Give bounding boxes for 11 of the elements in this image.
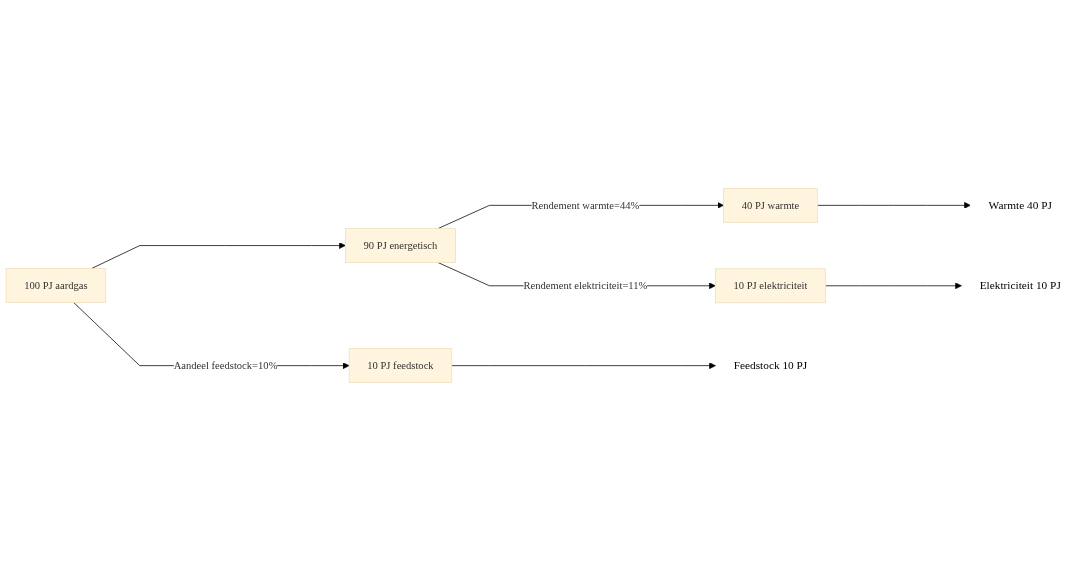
node-box: 90 PJ energetisch <box>345 228 456 263</box>
edge-label: Rendement elektriciteit=11% <box>523 280 648 292</box>
node-box: 10 PJ feedstock <box>348 348 453 384</box>
edge-label: Rendement warmte=44% <box>531 199 640 212</box>
node-box: 40 PJ warmte <box>723 187 818 223</box>
node-box: 100 PJ aardgas <box>5 268 107 303</box>
node-box: 10 PJ elektriciteit <box>714 268 826 304</box>
node-text: Feedstock 10 PJ <box>733 359 808 372</box>
node-text: Warmte 40 PJ <box>988 199 1052 212</box>
edge-label: Aandeel feedstock=10% <box>173 359 278 372</box>
node-text: Elektriciteit 10 PJ <box>979 279 1061 292</box>
